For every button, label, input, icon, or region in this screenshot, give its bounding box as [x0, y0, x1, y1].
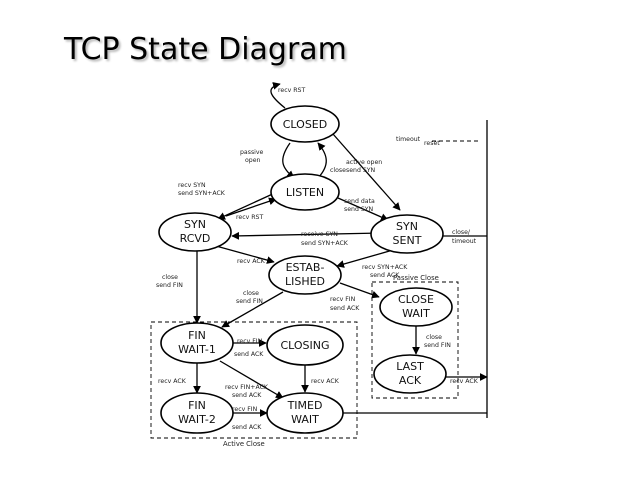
label-close-fin-6: send FIN	[424, 342, 451, 349]
label-recv-finack-1: recv FIN+ACK	[225, 384, 269, 391]
label-active-open-2: send SYN	[346, 167, 376, 174]
label-recv-syn-4: send SYN+ACK	[301, 240, 349, 247]
label-recv-fin-4: send ACK	[234, 351, 264, 358]
label-recv-syn-1: recv SYN	[178, 182, 206, 189]
svg-text:WAIT: WAIT	[291, 413, 319, 426]
label-active-open-1: active open	[346, 159, 382, 166]
svg-text:CLOSE: CLOSE	[398, 293, 434, 306]
edge-listen-synrcvd	[217, 191, 278, 220]
svg-text:RCVD: RCVD	[180, 232, 211, 245]
svg-text:FIN: FIN	[188, 399, 206, 412]
svg-text:WAIT: WAIT	[402, 307, 430, 320]
state-syn-rcvd: SYN RCVD	[158, 212, 232, 252]
state-time-wait: TIMED WAIT	[266, 392, 344, 434]
label-recv-ack-4: recv ACK	[311, 378, 340, 385]
edge-closed-synsent	[332, 133, 401, 211]
label-recv-ack-2: recv ACK	[450, 378, 479, 385]
state-closed: CLOSED	[270, 105, 340, 143]
label-recv-syn-3: receive SYN	[301, 231, 338, 238]
label-recv-synack-2: send ACK	[370, 272, 400, 279]
edge-closed-self	[270, 82, 286, 109]
svg-text:WAIT-2: WAIT-2	[178, 413, 216, 426]
label-close-2: close/	[452, 229, 471, 236]
label-recv-fin-3: recv FIN	[237, 338, 263, 345]
edge-synsent-synrcvd	[231, 231, 383, 240]
svg-text:FIN: FIN	[188, 329, 206, 342]
label-passive-1: passive	[240, 149, 264, 156]
edge-estab-closewait	[339, 282, 380, 299]
label-send-data-1: send data	[344, 198, 375, 205]
svg-text:TIMED: TIMED	[287, 399, 323, 412]
edge-estab-finwait1	[221, 291, 284, 328]
passive-close-label: Passive Close	[393, 274, 439, 282]
svg-text:LISHED: LISHED	[285, 275, 325, 288]
svg-text:SYN: SYN	[184, 218, 206, 231]
label-recv-fin-2: send ACK	[330, 305, 360, 312]
label-timeout-3: timeout	[452, 238, 477, 245]
label-recv-ack-3: recv ACK	[158, 378, 187, 385]
passive-close-region	[371, 281, 459, 399]
active-close-label: Active Close	[223, 440, 265, 448]
state-close-wait: CLOSE WAIT	[379, 287, 453, 327]
label-timeout-2: reset	[424, 140, 440, 147]
label-recv-rst: recv RST	[278, 87, 305, 94]
label-close-fin-5: close	[426, 334, 442, 341]
label-send-data-2: send SYN	[344, 206, 374, 213]
label-recv-fin-5: recv FIN	[232, 406, 258, 413]
svg-text:CLOSING: CLOSING	[280, 339, 329, 352]
state-fin-wait-2: FIN WAIT-2	[160, 392, 234, 434]
state-established: ESTAB- LISHED	[268, 255, 342, 295]
svg-text:WAIT-1: WAIT-1	[178, 343, 216, 356]
label-recv-fin-6: send ACK	[232, 424, 262, 431]
edge-synrcvd-listen	[225, 197, 277, 217]
label-close-fin-4: send FIN	[236, 298, 263, 305]
state-last-ack: LAST ACK	[373, 354, 447, 394]
label-recv-ack: recv ACK	[237, 258, 266, 265]
edge-synrcvd-estab	[215, 245, 275, 264]
label-close-fin-3: close	[243, 290, 259, 297]
label-close-1: close	[330, 167, 346, 174]
svg-text:SENT: SENT	[393, 234, 422, 247]
label-recv-synack-1: recv SYN+ACK	[362, 264, 408, 271]
label-passive-2: open	[245, 157, 261, 164]
label-close-fin-1: close	[162, 274, 178, 281]
svg-text:LISTEN: LISTEN	[286, 186, 324, 199]
slide-title: TCP State Diagram	[64, 32, 347, 67]
edge-closed-listen	[282, 142, 295, 179]
state-fin-wait-1: FIN WAIT-1	[160, 322, 234, 364]
edge-listen-closed	[317, 142, 327, 179]
svg-text:LAST: LAST	[396, 360, 424, 373]
label-recv-fin-1: recv FIN	[330, 296, 356, 303]
label-recv-finack-2: send ACK	[232, 392, 262, 399]
edge-finwait1-timewait	[219, 360, 284, 399]
svg-text:SYN: SYN	[396, 220, 418, 233]
label-recv-syn-2: send SYN+ACK	[178, 190, 226, 197]
svg-text:ESTAB-: ESTAB-	[286, 261, 325, 274]
label-timeout-1: timeout	[396, 136, 421, 143]
edge-listen-synsent	[337, 197, 389, 221]
state-listen: LISTEN	[270, 173, 340, 211]
label-recv-rst-2: recv RST	[236, 214, 263, 221]
state-closing: CLOSING	[266, 324, 344, 366]
svg-text:CLOSED: CLOSED	[283, 118, 327, 131]
state-syn-sent: SYN SENT	[370, 214, 444, 254]
svg-text:ACK: ACK	[399, 374, 422, 387]
label-close-fin-2: send FIN	[156, 282, 183, 289]
